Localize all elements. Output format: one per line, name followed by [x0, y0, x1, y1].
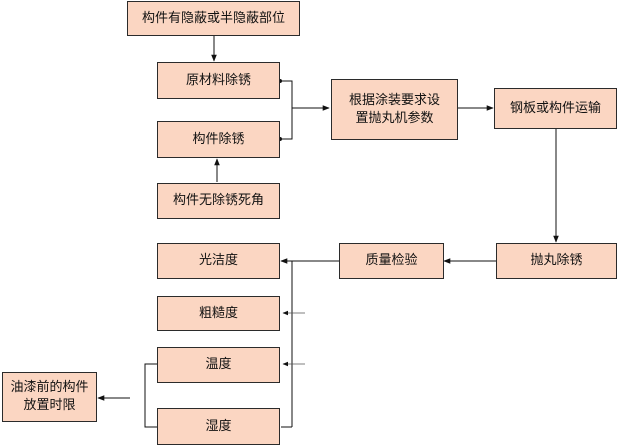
- connector-temp-humidity-bracket: [144, 363, 157, 428]
- node-humidity: 湿度: [157, 408, 280, 445]
- node-raw-material-rust-removal: 原材料除锈: [157, 62, 280, 99]
- node-quality-check: 质量检验: [339, 243, 444, 279]
- node-set-shot-blast-params: 根据涂装要求设 置抛丸机参数: [331, 79, 458, 140]
- node-cleanliness: 光洁度: [157, 243, 280, 279]
- node-placement-time-limit: 油漆前的构件 放置时限: [2, 372, 97, 422]
- node-member-rust-removal: 构件除锈: [157, 121, 280, 158]
- node-transport: 钢板或构件运输: [494, 88, 617, 129]
- connector-raw-member-merge: [280, 80, 293, 140]
- node-temperature: 温度: [157, 347, 280, 383]
- node-no-dead-corner: 构件无除锈死角: [157, 183, 280, 219]
- node-hidden-parts: 构件有隐蔽或半隐蔽部位: [127, 1, 300, 36]
- node-shot-blast: 抛丸除锈: [496, 243, 617, 279]
- node-roughness: 粗糙度: [157, 296, 280, 331]
